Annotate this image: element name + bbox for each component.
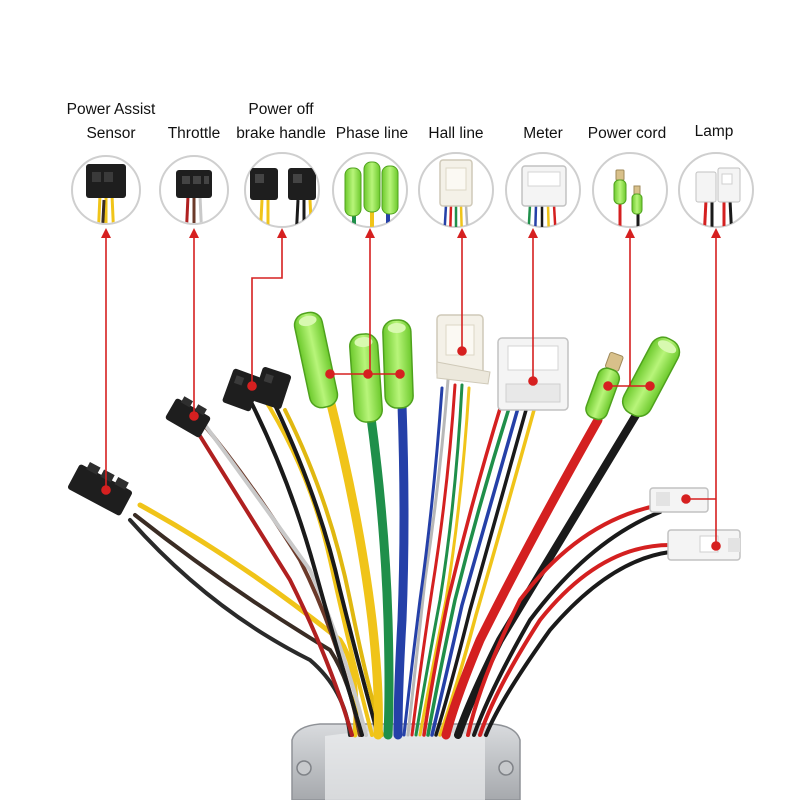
arrow-up-icon xyxy=(365,228,375,238)
arrow-up-icon xyxy=(711,228,721,238)
wire-bundle xyxy=(128,378,672,740)
badge-meter xyxy=(505,152,581,228)
badge-phase-line xyxy=(332,152,408,228)
label-throttle: Throttle xyxy=(167,125,221,142)
label-power-off-brake-handle: Power off brake handle xyxy=(228,98,334,146)
badge-hall-line xyxy=(418,152,494,228)
label-hall-line: Hall line xyxy=(428,125,484,142)
label-phase-line: Phase line xyxy=(335,125,409,142)
lamp-connector-bottom xyxy=(667,529,741,561)
screw-right-icon xyxy=(498,760,514,776)
pointer-dot xyxy=(189,411,199,421)
screw-left-icon xyxy=(296,760,312,776)
pointer-dot xyxy=(395,369,405,379)
pointer-dot xyxy=(645,381,655,391)
arrow-up-icon xyxy=(625,228,635,238)
label-meter: Meter xyxy=(523,125,563,142)
controller-box xyxy=(291,723,521,800)
badge-lamp xyxy=(678,152,754,228)
power-cord-boot-large xyxy=(621,336,681,418)
badge-power-off-brake-handle xyxy=(244,152,320,228)
pointer-dot xyxy=(325,369,335,379)
badge-throttle xyxy=(159,155,229,225)
label-power-off-line1: Power off xyxy=(248,101,314,118)
lamp-connector-top xyxy=(649,487,709,513)
brake-connector-right xyxy=(252,367,292,409)
power-cord-boot-small xyxy=(585,351,624,421)
arrow-up-icon xyxy=(277,228,287,238)
pointer-dot xyxy=(457,346,467,356)
arrow-up-icon xyxy=(528,228,538,238)
pointer-dot xyxy=(681,494,691,504)
arrow-up-icon xyxy=(457,228,467,238)
pointer-lines xyxy=(101,228,721,551)
arrow-up-icon xyxy=(101,228,111,238)
pointer-dot xyxy=(711,541,721,551)
label-lamp: Lamp xyxy=(694,123,734,140)
power-assist-connector xyxy=(67,462,133,516)
arrow-up-icon xyxy=(189,228,199,238)
label-power-assist-line1: Power Assist xyxy=(66,101,156,118)
pointer-dot xyxy=(101,485,111,495)
pointer-dot xyxy=(363,369,373,379)
pointer-dot xyxy=(528,376,538,386)
phase-boot-1 xyxy=(293,311,339,409)
pointer-dot xyxy=(247,381,257,391)
pointer-dot xyxy=(603,381,613,391)
badge-power-assist-sensor xyxy=(71,155,141,225)
pointer-brake-handle xyxy=(251,236,283,384)
badge-power-cord xyxy=(592,152,668,228)
label-power-off-line2: brake handle xyxy=(236,125,326,142)
phase-boot-3 xyxy=(382,319,414,409)
label-power-cord: Power cord xyxy=(587,125,667,142)
label-power-assist-sensor: Power Assist Sensor xyxy=(52,98,170,146)
label-power-assist-line2: Sensor xyxy=(86,125,136,142)
hall-connector xyxy=(436,314,491,385)
throttle-connector xyxy=(165,396,211,438)
